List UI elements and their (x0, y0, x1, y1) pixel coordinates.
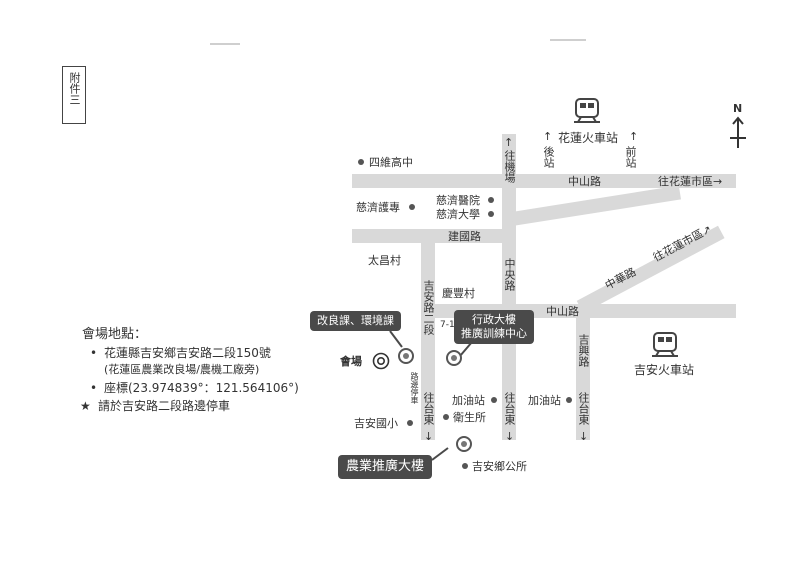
place-tzuchi-nursing: 慈濟護專 (356, 201, 400, 214)
callout-pointer (459, 342, 473, 357)
place-taichang: 太昌村 (368, 254, 401, 267)
road-label-to-city-top: 往花蓮市區→ (658, 175, 723, 188)
up-arrow-airport: ↑ (504, 136, 514, 149)
legend-bullet: • (90, 381, 98, 395)
jian-station-label: 吉安火車站 (634, 363, 695, 377)
road-label-jian: 吉安路二段 (422, 280, 435, 335)
road-label-zhongshan-top: 中山路 (568, 175, 601, 188)
road-label-zhongshan-mid: 中山路 (546, 305, 579, 318)
train-icon (574, 98, 600, 123)
road-label-zhongyang: 中央路 (503, 258, 516, 291)
legend-title: 會場地點： (82, 327, 148, 342)
legend-coords: 座標(23.974839°：121.564106°) (104, 381, 299, 395)
road-label-to-taidong-1: 往台東 (422, 392, 435, 425)
road-jixing (576, 318, 590, 440)
building-seal-icon (446, 350, 462, 366)
road-label-jianguo: 建國路 (448, 230, 481, 243)
callout-admin-line1: 行政大樓 (472, 313, 516, 326)
building-seal-icon (456, 436, 472, 452)
callout-pointer (432, 447, 449, 461)
venue-target-icon (372, 352, 390, 370)
up-arrow-left: ↑ (543, 130, 553, 143)
callout-extension: 農業推廣大樓 (338, 455, 433, 479)
place-dot (409, 204, 415, 210)
place-qingfeng: 慶豐村 (442, 287, 475, 300)
place-dot (488, 197, 494, 203)
down-arrow-1: ↓ (424, 430, 434, 443)
attachment-label-box: 附件三 (62, 66, 86, 124)
place-dot (566, 397, 572, 403)
road-zhongyang (502, 134, 516, 344)
place-jian-school: 吉安國小 (354, 417, 398, 430)
down-arrow-2: ↓ (505, 430, 515, 443)
place-seven-eleven: 7-11 (440, 320, 461, 330)
road-label-to-taidong-2: 往台東 (503, 392, 516, 425)
place-dot (488, 211, 494, 217)
road-taidong-mid (502, 344, 516, 440)
callout-admin-line2: 推廣訓練中心 (461, 327, 527, 340)
legend-address: 花蓮縣吉安鄉吉安路二段150號 (104, 346, 271, 360)
road-jian-section2 (421, 243, 435, 440)
road-label-jixing: 吉興路 (577, 334, 590, 367)
road-label-to-taidong-3: 往台東 (577, 392, 590, 425)
place-tzuchi-univ: 慈濟大學 (436, 208, 480, 221)
place-gas2: 加油站 (528, 394, 561, 407)
place-dot (462, 463, 468, 469)
place-township-office: 吉安鄉公所 (472, 460, 527, 473)
place-dot (491, 397, 497, 403)
callout-improvement: 改良課、環境課 (310, 311, 401, 331)
back-station-label: 後站 (542, 146, 555, 168)
place-dot (407, 420, 413, 426)
legend-address-note: (花蓮區農業改良場/農機工廠旁) (104, 363, 260, 376)
building-seal-icon (398, 348, 414, 364)
train-icon (652, 332, 678, 357)
road-diagonal-link (510, 185, 682, 226)
scan-mark (550, 39, 586, 41)
front-station-label: 前站 (624, 146, 637, 168)
roadside-parking-label: 路邊停車 (410, 372, 419, 404)
legend-bullet: • (90, 346, 98, 360)
callout-admin: 行政大樓 推廣訓練中心 (454, 310, 534, 344)
callout-pointer (389, 331, 403, 348)
legend-parking: 請於吉安路二段路邊停車 (98, 399, 231, 413)
north-arrow-icon (730, 116, 746, 148)
attachment-label: 附件三 (68, 72, 81, 105)
road-zhongshan-top (352, 174, 736, 188)
place-health: 衛生所 (453, 411, 486, 424)
hualien-station-label: 花蓮火車站 (558, 131, 619, 145)
road-jianguo (352, 229, 502, 243)
north-label: N (733, 102, 743, 115)
road-label-to-airport: 往機場 (503, 150, 516, 183)
place-gas1: 加油站 (452, 394, 485, 407)
place-dot (358, 159, 364, 165)
scan-mark (210, 43, 240, 45)
up-arrow-right: ↑ (629, 130, 639, 143)
venue-label: 會場 (340, 355, 362, 368)
star-icon: ★ (80, 399, 91, 413)
down-arrow-3: ↓ (579, 430, 589, 443)
place-siwei: 四維高中 (369, 156, 413, 169)
place-tzuchi-hospital: 慈濟醫院 (436, 194, 480, 207)
place-dot (443, 414, 449, 420)
